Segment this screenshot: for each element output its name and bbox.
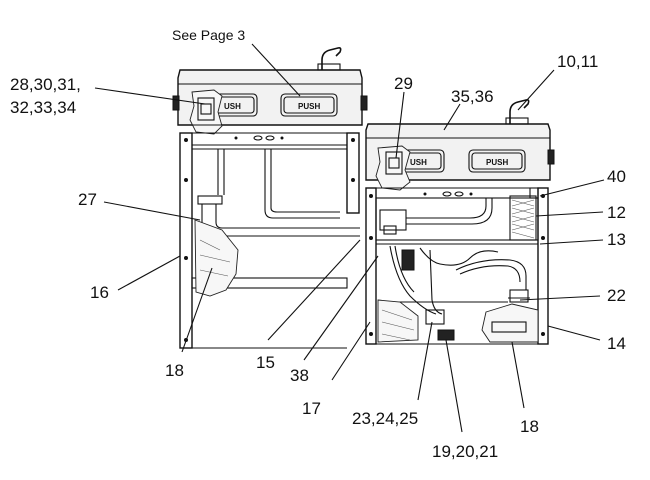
- electrical-box: [401, 249, 415, 271]
- callout-13: 13: [607, 230, 626, 249]
- right-bubbler-spout-icon: [509, 99, 530, 124]
- callout-40: 40: [607, 167, 626, 186]
- right-push-label-1: USH: [410, 158, 427, 167]
- leader-lines: [94, 43, 605, 433]
- drain-valve: [509, 289, 529, 303]
- callout-15: 15: [256, 353, 275, 372]
- callout-38: 38: [290, 366, 309, 385]
- callout-27: 27: [78, 190, 97, 209]
- trap-nut: [197, 195, 223, 205]
- left-bubbler-spout-icon: [321, 47, 342, 70]
- left-push-label-1: USH: [224, 102, 241, 111]
- right-unit-frame-right: [537, 187, 549, 345]
- left-wall-cutaway: [194, 219, 239, 297]
- callout-35-36: 35,36: [451, 87, 494, 106]
- callout-10-11: 10,11: [557, 52, 598, 71]
- callout-29: 29: [394, 74, 413, 93]
- callout-18-right: 18: [520, 417, 539, 436]
- left-unit: USH PUSH: [172, 47, 368, 349]
- valve-block: [379, 209, 407, 231]
- callout-19-20-21: 19,20,21: [432, 442, 498, 461]
- right-wall-cutaway: [481, 303, 539, 343]
- right-unit-side-knob-icon: [547, 149, 555, 165]
- drain-fitting: [437, 329, 455, 341]
- fitting-block: [425, 309, 445, 325]
- callout-17: 17: [302, 399, 321, 418]
- callout-14: 14: [607, 334, 626, 353]
- right-unit: USH PUSH: [365, 99, 555, 345]
- callout-23-24-25: 23,24,25: [352, 409, 418, 428]
- callout-28-line2: 32,33,34: [10, 98, 76, 117]
- right-push-button-2[interactable]: [468, 149, 526, 173]
- callout-22: 22: [607, 286, 626, 305]
- callout-16: 16: [90, 283, 109, 302]
- left-button-cutaway: [189, 89, 223, 135]
- left-push-button-2[interactable]: [280, 93, 338, 117]
- callout-28-line1: 28,30,31,: [10, 75, 81, 94]
- left-unit-frame-right: [346, 132, 360, 214]
- left-unit-frame-left: [179, 132, 193, 349]
- chiller-coil: [509, 195, 537, 241]
- right-push-label-2: PUSH: [486, 158, 508, 167]
- left-push-label-2: PUSH: [298, 102, 320, 111]
- right-left-wall-cutaway: [377, 299, 419, 343]
- callouts: See Page 3 28,30,31, 32,33,34 29 35,36 1…: [10, 27, 626, 461]
- left-side-knob-icon: [172, 95, 180, 111]
- callout-18-left: 18: [165, 361, 184, 380]
- callout-12: 12: [607, 203, 626, 222]
- right-side-knob-icon: [360, 95, 368, 111]
- callout-see-page: See Page 3: [172, 27, 245, 43]
